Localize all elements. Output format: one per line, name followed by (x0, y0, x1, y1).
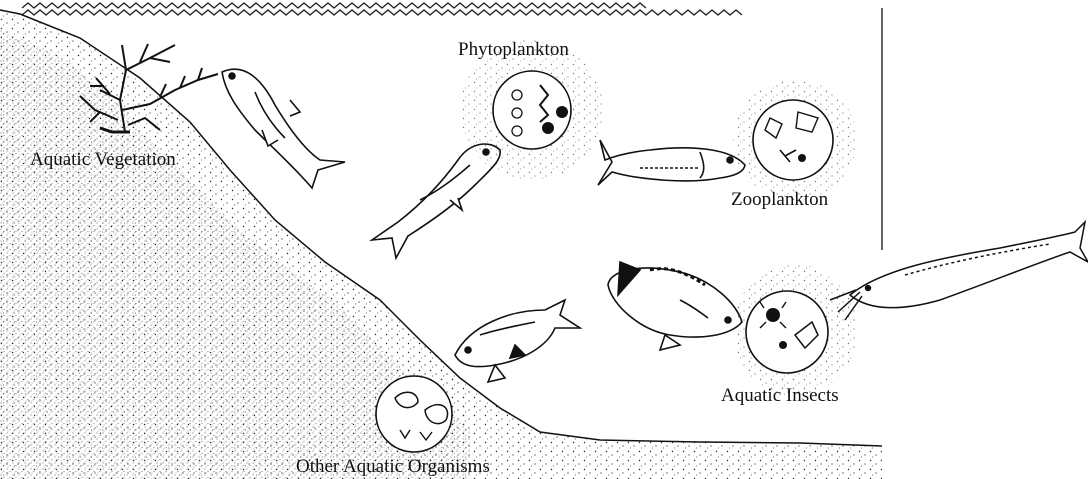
fish-eating-other-organisms (455, 300, 580, 382)
label-phytoplankton: Phytoplankton (458, 40, 569, 59)
fish-eating-vegetation (222, 69, 345, 188)
fish-eating-aquatic-insects (608, 262, 742, 350)
phytoplankton-bubble (460, 40, 604, 180)
zooplankton-bubble (733, 80, 857, 200)
aquatic-insects-bubble (733, 264, 857, 396)
fish-eating-zooplankton (598, 140, 745, 185)
other-organisms-bubble (360, 360, 476, 464)
label-zooplankton: Zooplankton (731, 190, 828, 209)
label-aquatic-insects: Aquatic Insects (721, 386, 839, 405)
label-other-aquatic-organisms: Other Aquatic Organisms (296, 457, 490, 476)
fish-eating-phytoplankton (372, 144, 500, 258)
catfish (830, 222, 1088, 320)
water-surface (22, 3, 742, 15)
label-aquatic-vegetation: Aquatic Vegetation (30, 150, 176, 169)
